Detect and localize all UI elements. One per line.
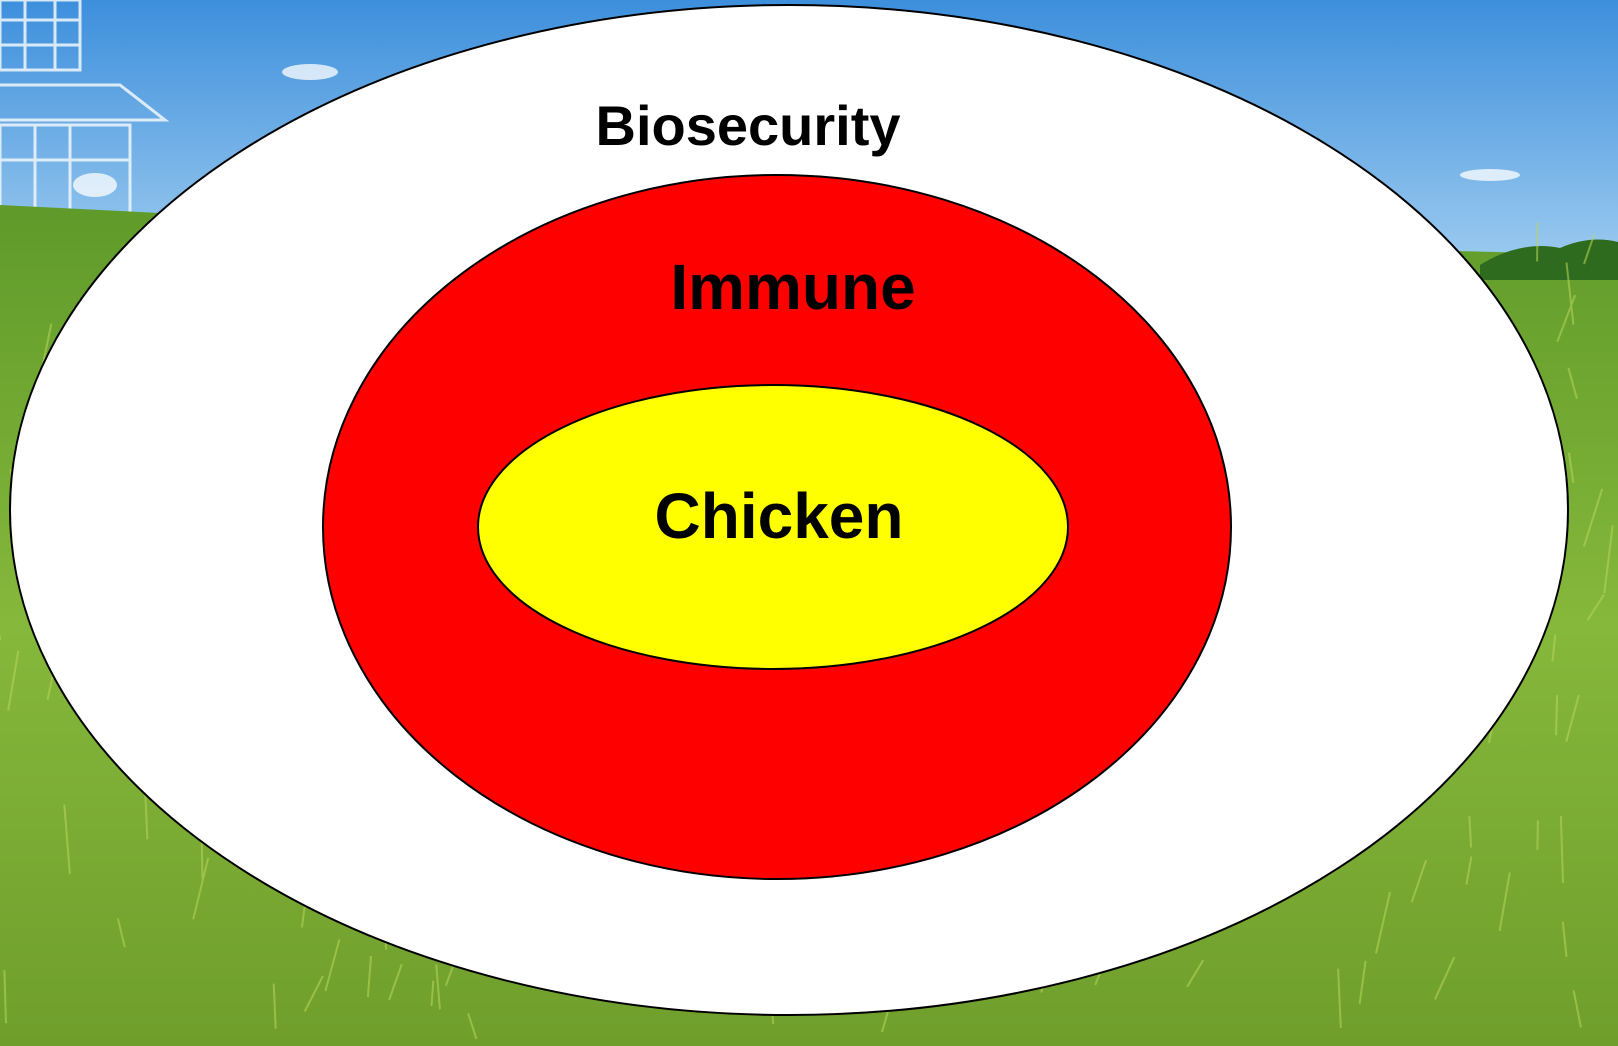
grass-blade bbox=[1537, 821, 1538, 850]
immune-label: Immune bbox=[670, 251, 915, 323]
biosecurity-label: Biosecurity bbox=[596, 94, 901, 157]
grass-blade bbox=[1556, 695, 1557, 735]
chicken-label: Chicken bbox=[655, 480, 904, 552]
